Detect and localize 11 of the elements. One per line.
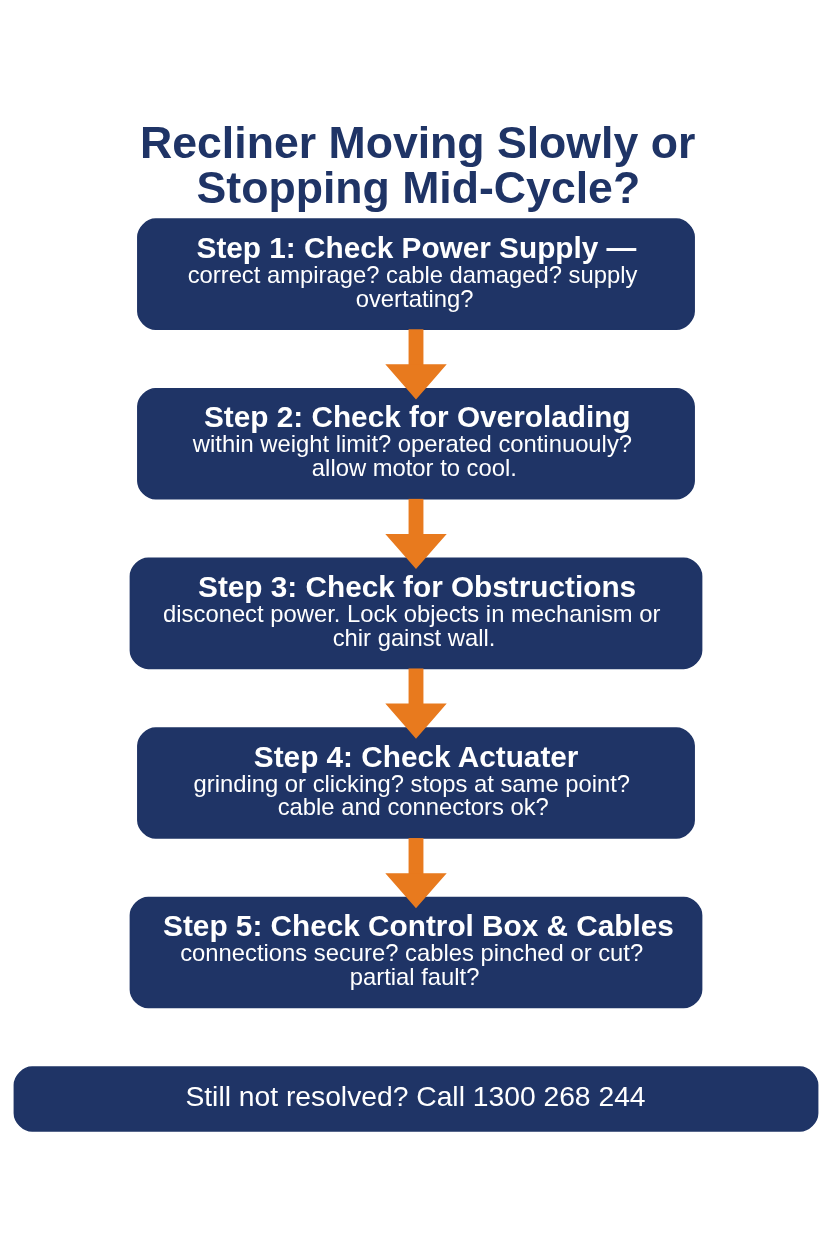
node-box: Step 5: Check Control Box & Cables connections secure? cables pinched or cut? partial fault?	[129, 896, 703, 1008]
node-box: Still not resolved? Call 1300 268 244	[13, 1065, 819, 1132]
node-box: Step 3: Check for Obstructions disconect power. Lock objects in mechanism or chir gainst wall.	[129, 557, 703, 669]
node-box: Step 1: Check Power Supply — correct ampirage? cable damaged? supply overtating?	[137, 217, 695, 330]
diagram-title: Recliner Moving Slowly or Stopping Mid-Cycle?	[140, 117, 696, 212]
node-box: Step 4: Check Actuater grinding or clicking? stops at same point? cable and connectors ok?	[137, 726, 695, 839]
arrow	[385, 837, 447, 908]
arrow	[385, 328, 447, 399]
arrow	[385, 667, 447, 739]
arrow	[385, 498, 447, 569]
node-box: Step 2: Check for Overolading within weight limit? operated continuouly? allow motor to cool.	[137, 387, 695, 500]
